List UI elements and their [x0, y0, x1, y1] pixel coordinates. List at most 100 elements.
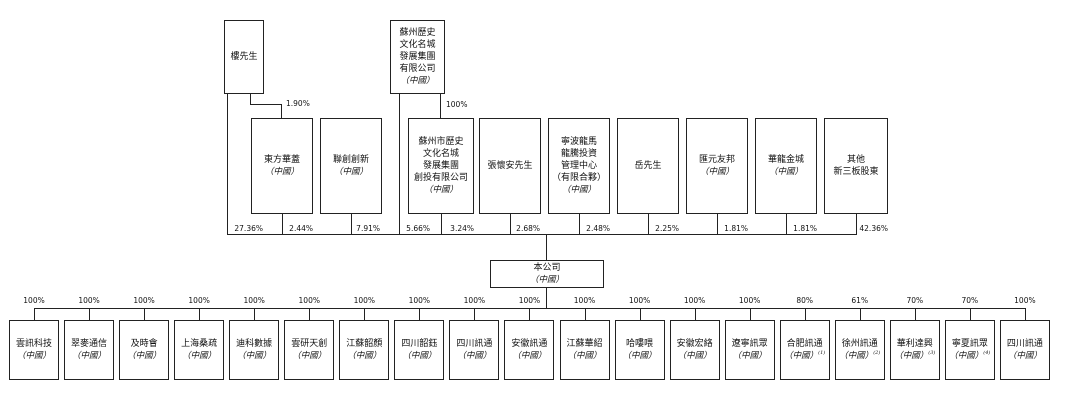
subsidiary-name: 及時會: [130, 339, 158, 349]
company-sub: （中國）: [529, 275, 564, 285]
subsidiary-box: 江蘇華紹（中國）: [559, 320, 610, 380]
pct-lianchuang: 7.91%: [356, 224, 380, 233]
shareholder-name: 寧波龍馬 龍騰投資 管理中心 （有限合夥）: [551, 137, 606, 183]
subsidiary-stem-line: [254, 308, 256, 320]
shareholder-name: 華龍金城: [767, 155, 804, 165]
subsidiary-name: 四川訊通: [1006, 339, 1043, 349]
subsidiary-sub-text: （中國）: [894, 351, 929, 361]
subsidiary-name: 華利達興: [896, 339, 933, 349]
shareholder-name: 聯創創新: [332, 155, 369, 165]
shareholder-sub: （中國）: [699, 167, 734, 177]
shareholder-sub: （中國）: [561, 185, 596, 195]
subsidiary-pct: 100%: [188, 296, 210, 305]
subsidiary-name: 江蘇韶顏: [346, 339, 383, 349]
shareholder-sub: （中國）: [333, 167, 368, 177]
subsidiary-sub-text: （中國）: [72, 351, 107, 361]
shareholder-others: 其他 新三板股東: [824, 118, 888, 214]
subsidiary-pct: 100%: [463, 296, 486, 305]
subsidiary-sub: （中國）(1): [784, 350, 825, 362]
subsidiary-sub-text: （中國）: [1007, 351, 1042, 361]
subsidiary-stem-line: [309, 308, 311, 320]
subsidiary-name: 上海桑疏: [181, 339, 218, 349]
subsidiary-pct: 70%: [906, 296, 924, 305]
group-drop-line: [440, 94, 441, 118]
subsidiary-pct: 80%: [796, 296, 814, 305]
subsidiary-stem-line: [474, 308, 476, 320]
stem-yue: [648, 214, 649, 234]
pct-others: 42.36%: [859, 224, 888, 233]
subsidiary-sub: （中國）: [127, 350, 161, 362]
subsidiary-stem-line: [199, 308, 201, 320]
subsidiary-pct: 61%: [851, 296, 869, 305]
subsidiary-stem-line: [859, 308, 861, 320]
subsidiary-stem-line: [34, 308, 35, 320]
subsidiary-sub-text: （中國）: [512, 351, 547, 361]
group-trunk-line: [399, 94, 400, 234]
dongfang-feed-line: [281, 104, 282, 118]
subsidiary-stem-line: [694, 308, 696, 320]
shareholder-dongfang: 東方華蓋 （中國）: [251, 118, 313, 214]
shareholder-hualong: 華龍金城 （中國）: [755, 118, 817, 214]
subsidiary-sub: （中國）: [623, 350, 657, 362]
mr-lou-trunk-line: [227, 94, 228, 234]
mr-lou-branch-line: [250, 104, 281, 105]
subsidiary-pct: 100%: [243, 296, 265, 305]
subsidiary-name: 江蘇華紹: [566, 339, 603, 349]
subsidiary-stem-line: [529, 308, 531, 320]
subsidiary-box: 安徽宏絡（中國）: [669, 320, 720, 380]
subsidiary-sub-text: （中國）: [237, 351, 272, 361]
shareholder-huiyuan: 匯元友邦 （中國）: [686, 118, 748, 214]
subsidiary-sub-text: （中國）: [457, 351, 492, 361]
subsidiary-sub-text: （中國）: [347, 351, 382, 361]
subsidiary-sub: （中國）: [182, 350, 216, 362]
subsidiary-sub: （中國）: [347, 350, 381, 362]
pct-huiyuan: 1.81%: [724, 224, 748, 233]
subsidiary-pct: 100%: [23, 296, 45, 305]
shareholder-name: 匯元友邦: [698, 155, 735, 165]
pct-chuangtou: 3.24%: [450, 224, 474, 233]
shareholder-name: 東方華蓋: [263, 155, 300, 165]
stem-others: [856, 214, 857, 234]
shareholder-yue: 岳先生: [617, 118, 679, 214]
subsidiary-pct: 100%: [1014, 296, 1036, 305]
subsidiary-box: 安徽訊通（中國）: [504, 320, 555, 380]
subsidiary-sub: （中國）: [17, 350, 51, 362]
subsidiary-sub: （中國）: [457, 350, 491, 362]
stem-lianchuang: [351, 214, 352, 234]
subsidiary-box: 雲研天創（中國）: [284, 320, 335, 380]
subsidiary-sub-text: （中國）: [732, 351, 767, 361]
group-to-chuangtou-pct: 100%: [446, 100, 468, 109]
subsidiary-name: 遼寧訊眾: [731, 339, 768, 349]
subsidiary-name: 四川韶鈺: [401, 339, 438, 349]
subsidiary-name: 雲研天創: [291, 339, 328, 349]
subsidiary-sub: （中國）: [678, 350, 712, 362]
footnote-marker: (1): [818, 350, 826, 356]
subsidiary-name: 哈嘍喂: [626, 339, 654, 349]
shareholder-zhang: 張懷安先生: [479, 118, 541, 214]
stem-zhang: [510, 214, 511, 234]
subsidiary-stem-line: [969, 308, 971, 320]
shareholder-lianchuang: 聯創創新 （中國）: [320, 118, 382, 214]
pct-zhang: 2.68%: [516, 224, 540, 233]
company-down-line: [546, 288, 547, 308]
subsidiary-box: 雲訊科技（中國）: [9, 320, 59, 380]
mr-lou-box: 樓先生: [224, 20, 264, 94]
shareholder-name: 其他 新三板股東: [833, 155, 879, 177]
subsidiary-name: 翠麥通信: [71, 339, 108, 349]
subsidiary-sub: （中國）: [237, 350, 271, 362]
subsidiary-stem-line: [144, 308, 146, 320]
suzhou-group-direct-pct: 5.66%: [406, 224, 430, 233]
stem-ningbo: [579, 214, 580, 234]
subsidiary-sub: （中國）: [1008, 350, 1042, 362]
subsidiary-sub-text: （中國）: [16, 351, 51, 361]
mr-lou-direct-pct: 27.36%: [234, 224, 263, 233]
subsidiary-sub: （中國）: [402, 350, 436, 362]
subsidiary-box: 哈嘍喂 （中國）: [614, 320, 665, 380]
subsidiary-sub-text: （中國）: [622, 351, 657, 361]
footnote-marker: (4): [983, 350, 991, 356]
shareholder-name: 蘇州市歷史 文化名城 發展集團 創投有限公司: [413, 137, 468, 183]
subsidiary-pct: 100%: [518, 296, 541, 305]
shareholder-sub: （中國）: [768, 167, 803, 177]
suzhou-group-sub: （中國）: [400, 76, 435, 86]
subsidiary-stem-line: [914, 308, 916, 320]
